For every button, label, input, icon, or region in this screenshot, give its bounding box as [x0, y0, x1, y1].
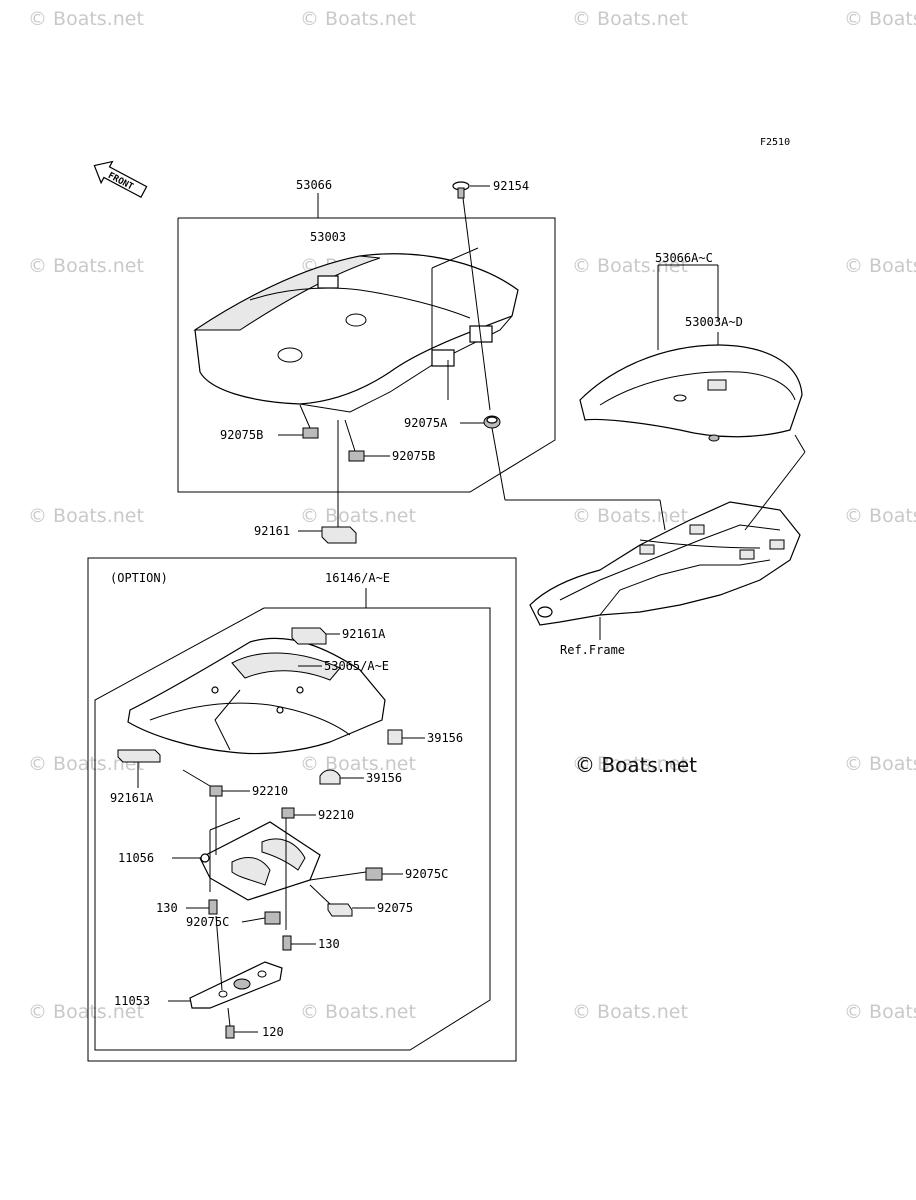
leader-line — [431, 247, 479, 269]
ref-frame-label: Ref.Frame — [560, 643, 625, 657]
part-label[interactable]: 92075B — [392, 449, 435, 463]
watermark: © Boats.net — [300, 1001, 416, 1023]
part-label[interactable]: 130 — [318, 937, 340, 951]
watermark: © Boats.net — [844, 753, 916, 775]
leader-line — [215, 915, 223, 991]
watermark: © Boats.net — [572, 505, 688, 527]
part-label[interactable]: 92210 — [318, 808, 354, 822]
leader-line — [491, 427, 506, 501]
damper-92075B-left — [302, 427, 319, 439]
option-label: (OPTION) — [110, 571, 168, 585]
part-label[interactable]: 53066A~C — [655, 251, 713, 265]
part-label[interactable]: 53003 — [310, 230, 346, 244]
leader-line — [659, 499, 666, 531]
part-label[interactable]: 39156 — [427, 731, 463, 745]
seat-group-frame — [177, 217, 556, 493]
leader-line — [299, 404, 311, 429]
watermark: © Boats.net — [28, 1001, 144, 1023]
leader-line — [241, 917, 266, 923]
leader-line — [209, 817, 241, 831]
pad-92075 — [327, 903, 353, 917]
damper-92075C-right — [365, 867, 383, 881]
part-label[interactable]: 53003A~D — [685, 315, 743, 329]
option-box-inner — [94, 607, 491, 1051]
watermark: © Boats.net — [300, 753, 416, 775]
bolt-92154 — [452, 181, 470, 199]
leader-line — [794, 434, 806, 453]
leader-line — [182, 769, 211, 787]
part-labels: 53066 92154 53003 53066A~C 53003A~D 9207… — [110, 178, 743, 1039]
front-arrow-icon: FRONT — [93, 160, 148, 198]
nut-92210-left — [209, 785, 223, 797]
leader-line — [744, 451, 806, 531]
part-label[interactable]: 92075 — [377, 901, 413, 915]
watermark: © Boats.net — [844, 505, 916, 527]
watermark: © Boats.net — [844, 1001, 916, 1023]
watermark: © Boats.net — [28, 753, 144, 775]
part-label[interactable]: 16146/A~E — [325, 571, 390, 585]
watermark-layer: © Boats.net © Boats.net © Boats.net © Bo… — [28, 8, 916, 1023]
grommet-92075A — [483, 415, 501, 429]
rider-seat-label-plate — [317, 275, 339, 289]
solo-seat-cowl — [127, 637, 386, 755]
watermark: © Boats.net — [844, 8, 916, 30]
part-label[interactable]: 53065/A~E — [324, 659, 389, 673]
part-label[interactable]: 92161 — [254, 524, 290, 538]
pad-92161 — [321, 526, 357, 544]
pad-92161A-left — [117, 749, 161, 763]
pad-39156-lower — [319, 769, 341, 785]
damper-92075C-left — [264, 911, 281, 925]
part-label[interactable]: 130 — [156, 901, 178, 915]
part-label[interactable]: 92210 — [252, 784, 288, 798]
bolt-120 — [225, 1025, 235, 1039]
watermark: © Boats.net — [300, 8, 416, 30]
bracket-11053 — [189, 961, 283, 1009]
watermark: © Boats.net — [28, 505, 144, 527]
pad-39156-upper — [387, 729, 403, 745]
leader-line — [227, 1007, 231, 1027]
leader-line — [309, 884, 331, 905]
part-label[interactable]: 92161A — [110, 791, 154, 805]
part-label[interactable]: 53066 — [296, 178, 332, 192]
part-label[interactable]: 120 — [262, 1025, 284, 1039]
diagram-code: F2510 — [760, 137, 790, 148]
bolt-130-right — [282, 935, 292, 951]
rider-seat — [193, 253, 519, 413]
watermark: © Boats.net — [300, 505, 416, 527]
part-label[interactable]: 92154 — [493, 179, 529, 193]
damper-92075B-right — [348, 450, 365, 462]
watermark: © Boats.net — [844, 255, 916, 277]
rear-frame — [529, 501, 801, 626]
watermark: © Boats.net — [572, 255, 688, 277]
bracket-11056 — [199, 821, 321, 901]
part-label[interactable]: 92161A — [342, 627, 386, 641]
part-label[interactable]: 92075C — [405, 867, 448, 881]
leader-line — [462, 197, 491, 411]
leader-line — [309, 871, 367, 881]
watermark: © Boats.net — [572, 753, 688, 775]
bolt-130-left — [208, 899, 218, 915]
leader-line — [344, 419, 356, 452]
option-box-outer — [87, 557, 517, 1062]
part-label[interactable]: 11053 — [114, 994, 150, 1008]
part-label[interactable]: 92075B — [220, 428, 263, 442]
watermark: © Boats.net — [28, 8, 144, 30]
watermark: © Boats.net — [572, 1001, 688, 1023]
watermark: © Boats.net — [28, 255, 144, 277]
part-label[interactable]: 11056 — [118, 851, 154, 865]
part-label[interactable]: 92075A — [404, 416, 448, 430]
part-label[interactable]: 92075C — [186, 915, 229, 929]
watermark: © Boats.net — [572, 8, 688, 30]
part-label[interactable]: 39156 — [366, 771, 402, 785]
passenger-seat — [579, 344, 803, 442]
nut-92210-right — [281, 807, 295, 819]
watermark-large: © Boats.net — [575, 753, 697, 777]
pad-92161A-top — [291, 627, 327, 645]
